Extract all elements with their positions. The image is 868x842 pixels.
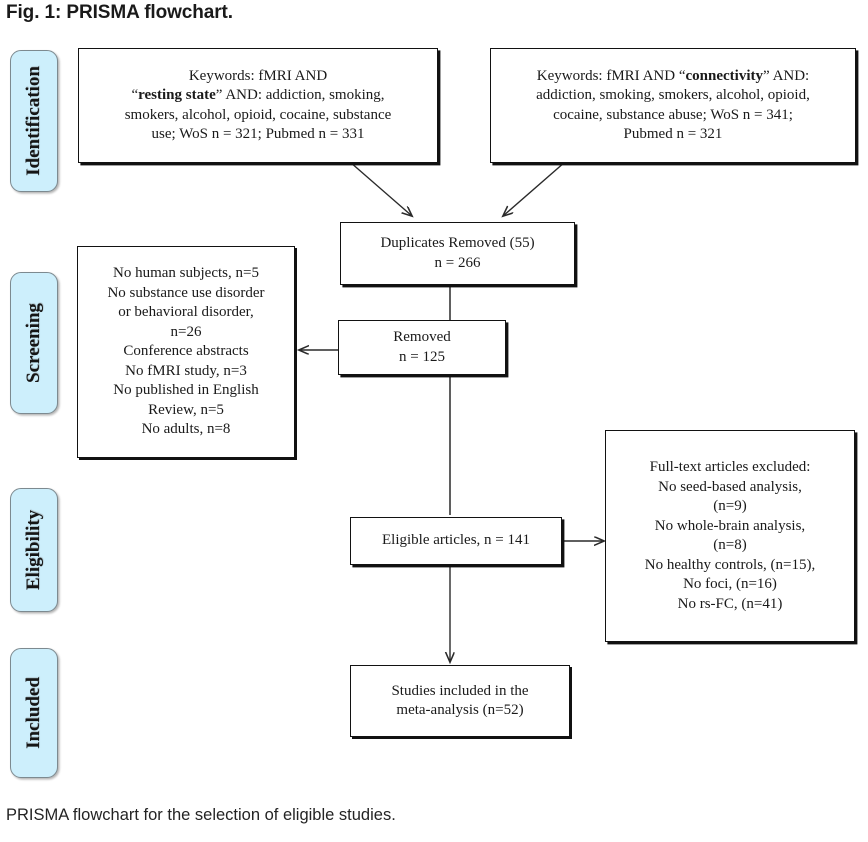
box-removed: Removed n = 125 — [338, 320, 506, 375]
stage-label-eligibility-text: Eligibility — [23, 509, 44, 591]
figure-caption: PRISMA flowchart for the selection of el… — [6, 806, 396, 824]
stage-label-screening-text: Screening — [23, 303, 44, 383]
box-screening-exclusions-text: No human subjects, n=5 No substance use … — [107, 265, 265, 438]
box-search-strategy-left: Keywords: fMRI AND “resting state” AND: … — [78, 48, 438, 163]
box-duplicates-removed: Duplicates Removed (55) n = 266 — [340, 222, 575, 285]
stage-label-included: Included — [10, 648, 58, 778]
box-search-strategy-left-text: Keywords: fMRI AND “resting state” AND: … — [124, 67, 392, 143]
box-duplicates-removed-text: Duplicates Removed (55) n = 266 — [380, 235, 535, 271]
stage-label-identification-text: Identification — [23, 66, 44, 176]
box-fulltext-exclusions-text: Full-text articles excluded: No seed-bas… — [644, 459, 816, 612]
stage-label-included-text: Included — [23, 677, 44, 749]
box-eligible-articles-text: Eligible articles, n = 141 — [381, 532, 530, 549]
box-search-strategy-right: Keywords: fMRI AND “connectivity” AND: a… — [490, 48, 856, 163]
stage-label-screening: Screening — [10, 272, 58, 414]
stage-label-identification: Identification — [10, 50, 58, 192]
edge-left-search-to-duplicates — [349, 161, 412, 216]
box-fulltext-exclusions: Full-text articles excluded: No seed-bas… — [605, 430, 855, 642]
box-removed-text: Removed n = 125 — [393, 329, 451, 365]
box-included-studies-text: Studies included in the meta-analysis (n… — [391, 682, 529, 719]
stage-label-eligibility: Eligibility — [10, 488, 58, 612]
figure-title: Fig. 1: PRISMA flowchart. — [6, 2, 233, 23]
edge-right-search-to-duplicates — [503, 161, 566, 216]
prisma-flow-diagram: Identification Screening Eligibility Inc… — [0, 30, 868, 800]
box-eligible-articles: Eligible articles, n = 141 — [350, 517, 562, 565]
box-included-studies: Studies included in the meta-analysis (n… — [350, 665, 570, 737]
box-screening-exclusions: No human subjects, n=5 No substance use … — [77, 246, 295, 458]
box-search-strategy-right-text: Keywords: fMRI AND “connectivity” AND: a… — [536, 67, 810, 143]
